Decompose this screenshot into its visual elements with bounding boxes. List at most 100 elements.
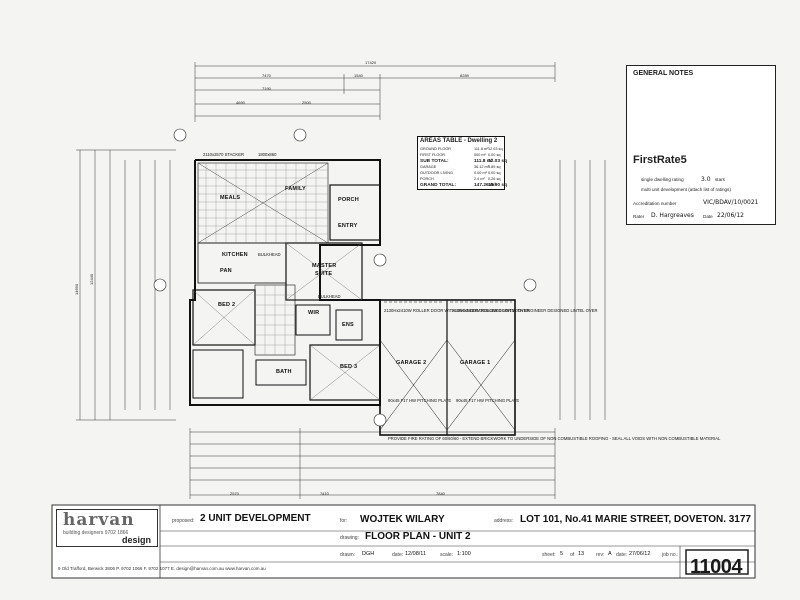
roller-door-note-2: 2130Hx2410W ROLLER DOOR WITH ENGINEER DE… bbox=[452, 308, 598, 313]
rev-label: rev: bbox=[596, 552, 605, 558]
areas-cell-name: FIRST FLOOR bbox=[420, 153, 446, 157]
for-label: for: bbox=[340, 518, 348, 524]
areas-cell-b: 15.90 sq bbox=[488, 183, 507, 188]
areas-cell-a: 147.26 m² bbox=[474, 183, 496, 188]
room-suite: SUITE bbox=[315, 271, 333, 277]
room-pantry: PAN bbox=[220, 268, 232, 274]
areas-cell-b: 0.26 sq bbox=[488, 177, 501, 181]
tile-hatch bbox=[197, 162, 329, 355]
date-value: 12/08/11 bbox=[405, 551, 427, 557]
areas-cell-b: 0.00 sq bbox=[488, 171, 501, 175]
single-dwelling-label: single dwelling rating bbox=[641, 177, 684, 182]
room-wir: WIR bbox=[308, 310, 320, 316]
room-porch: PORCH bbox=[338, 197, 359, 203]
bulkhead-note-2: BULKHEAD bbox=[318, 294, 341, 299]
rater-date-value: 22/06/12 bbox=[717, 212, 744, 219]
sheet-label: sheet: bbox=[542, 552, 556, 558]
pitching-plate-note-1: 90x45 F17 HW PITCHING PLATE bbox=[388, 398, 452, 403]
fire-rating-note: PROVIDE FIRE RATING OF 60/60/60 - EXTEND… bbox=[388, 436, 721, 441]
drawn-label: drawn: bbox=[340, 552, 356, 558]
sheet-value: 5 bbox=[560, 551, 564, 557]
rater-value: D. Hargreaves bbox=[651, 212, 694, 219]
areas-cell-name: GROUND FLOOR bbox=[420, 147, 452, 151]
areas-table-title: AREAS TABLE - Dwelling 2 bbox=[420, 138, 498, 144]
general-notes-title: GENERAL NOTES bbox=[633, 70, 694, 77]
areas-table: AREAS TABLE - Dwelling 2 GROUND FLOOR 111… bbox=[417, 136, 507, 190]
areas-cell-a: 000 m² bbox=[474, 153, 486, 157]
multi-unit-label: multi unit development (attach list of r… bbox=[641, 187, 731, 192]
right-dimensions bbox=[559, 160, 606, 420]
bulkhead-note-1: BULKHEAD bbox=[258, 252, 281, 257]
single-dwelling-value: 3.0 bbox=[701, 176, 711, 183]
areas-cell-a: 0.00 m² bbox=[474, 171, 487, 175]
logo-word: harvan bbox=[63, 510, 135, 530]
dim-bottom-b: 7410 bbox=[320, 491, 329, 496]
rev-value: A bbox=[608, 551, 612, 557]
room-ens: ENS bbox=[342, 322, 354, 328]
bottom-dimensions bbox=[189, 428, 556, 499]
date-label: date: bbox=[392, 552, 404, 558]
single-dwelling-units: stars bbox=[715, 177, 725, 182]
areas-cell-name: GARAGE bbox=[420, 165, 437, 169]
dim-top-b: 1540 bbox=[354, 73, 363, 78]
dim-top-total: 17420 bbox=[365, 60, 377, 65]
areas-cell-b: 12.03 sq bbox=[488, 159, 507, 164]
dim-top-a: 7470 bbox=[262, 73, 271, 78]
dim-bottom-a: 2570 bbox=[230, 491, 239, 496]
dim-top-f: 4690 bbox=[236, 100, 245, 105]
room-kitchen: KITCHEN bbox=[222, 252, 248, 258]
areas-cell-a: 36.12 m² bbox=[474, 165, 489, 169]
areas-cell-name: PORCH bbox=[420, 177, 434, 181]
room-meals: MEALS bbox=[220, 195, 241, 201]
rater-date-label: Date bbox=[703, 214, 713, 219]
proposed-label: proposed: bbox=[172, 518, 195, 524]
grid-markers bbox=[153, 128, 537, 427]
logo-design: design bbox=[121, 535, 151, 545]
accreditation-label: Accreditation number bbox=[633, 201, 677, 206]
dim-top-d: 7190 bbox=[262, 86, 271, 91]
areas-cell-a: 111.8 m² bbox=[474, 159, 493, 164]
areas-cell-b: 12.03 sq bbox=[488, 147, 503, 151]
room-master: MASTER bbox=[312, 263, 337, 269]
dim-bottom-c: 7840 bbox=[436, 491, 445, 496]
dim-top-e: 2500 bbox=[302, 100, 311, 105]
dim-left-total: 14690 bbox=[74, 283, 79, 295]
title-block-frame bbox=[51, 504, 756, 579]
proposed-value: 2 UNIT DEVELOPMENT bbox=[200, 513, 311, 524]
room-bed2: BED 2 bbox=[218, 302, 236, 308]
rev-date-label: date: bbox=[616, 552, 628, 558]
firstrate-logo: FirstRate5 bbox=[633, 154, 687, 166]
accreditation-value: VIC/BDAV/10/0021 bbox=[703, 199, 759, 206]
areas-cell-name: OUTDOOR LIVING bbox=[420, 171, 453, 175]
room-garage2: GARAGE 2 bbox=[396, 360, 427, 366]
drawn-value: DGH bbox=[362, 551, 375, 557]
garage-walls bbox=[379, 299, 516, 436]
room-diagonals bbox=[192, 242, 381, 401]
rev-date-value: 27/06/12 bbox=[629, 551, 651, 557]
address-value: LOT 101, No.41 MARIE STREET, DOVETON. 31… bbox=[520, 514, 751, 525]
areas-cell-name: SUB TOTAL: bbox=[420, 159, 449, 164]
of-label: of bbox=[570, 552, 575, 558]
pitching-plate-note-2: 90x45 F17 HW PITCHING PLATE bbox=[456, 398, 520, 403]
top-dimensions bbox=[194, 62, 556, 122]
dim-left-a: 12440 bbox=[89, 273, 94, 285]
dim-top-c: 8289 bbox=[460, 73, 469, 78]
address-label: address: bbox=[494, 518, 514, 524]
areas-cell-b: 3.89 sq bbox=[488, 165, 501, 169]
roller-door-note-1: 2130Hx2410W ROLLER DOOR WITH ENGINEER DE… bbox=[384, 308, 530, 313]
drawing-value: FLOOR PLAN - UNIT 2 bbox=[365, 531, 471, 542]
room-bath: BATH bbox=[276, 369, 292, 375]
room-garage1: GARAGE 1 bbox=[460, 360, 491, 366]
company-address: 9 Old Trafford, Berwick 3806 P. 9702 106… bbox=[58, 566, 266, 571]
room-family: FAMILY bbox=[285, 186, 306, 192]
scale-value: 1:100 bbox=[457, 551, 471, 557]
rater-label: Rater bbox=[633, 214, 645, 219]
for-value: WOJTEK WILARY bbox=[360, 514, 445, 525]
sliding-door-note: 1800x860 bbox=[258, 152, 277, 157]
logo-subtitle: building designers 9702 1866 bbox=[63, 530, 129, 536]
room-bed3: BED 3 bbox=[340, 364, 358, 370]
company-logo: harvan building designers 9702 1866 desi… bbox=[56, 509, 158, 547]
room-entry: ENTRY bbox=[338, 223, 358, 229]
areas-cell-name: GRAND TOTAL: bbox=[420, 183, 457, 188]
areas-cell-b: 0.00 sq bbox=[488, 153, 501, 157]
